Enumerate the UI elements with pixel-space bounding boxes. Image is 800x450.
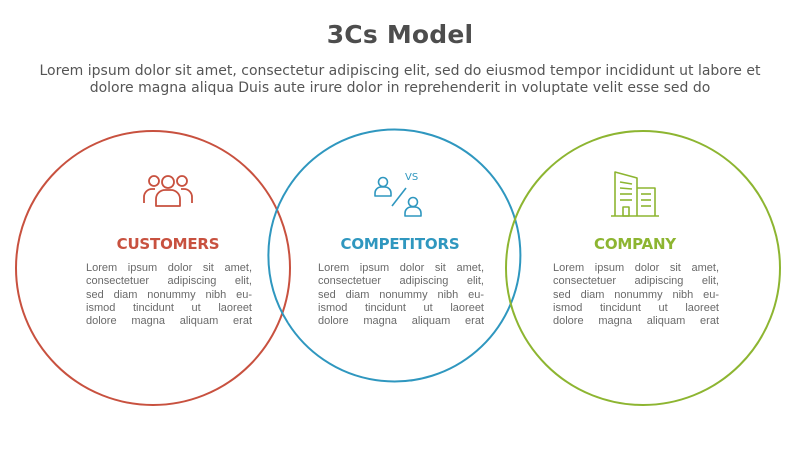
customers-line: consectetuer adipiscing elit, — [86, 275, 252, 288]
customers-line: sed diam nonummy nibh eu- — [86, 288, 252, 301]
customers-ring — [15, 130, 291, 406]
competitors-line: consectetuer adipiscing elit, — [318, 275, 484, 288]
customers-line: Lorem ipsum dolor sit amet, — [86, 262, 252, 274]
company-line: ismod tincidunt ut laoreet — [553, 301, 719, 314]
company-line: Lorem ipsum dolor sit amet, — [553, 262, 719, 274]
company-line: consectetuer adipiscing elit, — [553, 275, 719, 288]
competitors-line: sed diam nonummy nibh eu- — [318, 288, 484, 301]
customers-item: CUSTOMERS Lorem ipsum dolor sit amet, co… — [68, 170, 268, 340]
company-item: COMPANY Lorem ipsum dolor sit amet, cons… — [535, 168, 735, 338]
versus-people-icon: VS — [374, 172, 422, 217]
competitors-line: dolore magna aliquam erat — [318, 315, 484, 328]
competitors-line: Lorem ipsum dolor sit amet, — [318, 262, 484, 274]
company-description: Lorem ipsum dolor sit amet, consectetuer… — [553, 262, 719, 328]
customers-line: ismod tincidunt ut laoreet — [86, 301, 252, 314]
page-subtitle: Lorem ipsum dolor sit amet, consectetur … — [39, 63, 761, 96]
people-group-icon — [143, 175, 193, 207]
competitors-ring — [287, 128, 522, 383]
competitors-description: Lorem ipsum dolor sit amet, consectetuer… — [318, 262, 484, 328]
company-ring — [505, 130, 781, 406]
competitors-item: VS COMPETITORS Lorem ipsum dolor sit ame… — [300, 168, 500, 338]
buildings-icon — [611, 171, 659, 217]
competitors-line: ismod tincidunt ut laoreet — [318, 301, 484, 314]
company-line: sed diam nonummy nibh eu- — [553, 288, 719, 301]
page-title: 3Cs Model — [326, 20, 474, 49]
company-title: COMPANY — [594, 235, 676, 253]
customers-description: Lorem ipsum dolor sit amet, consectetuer… — [86, 262, 252, 328]
competitors-ring-left-arc — [267, 187, 289, 324]
versus-label: VS — [405, 172, 418, 183]
customers-title: CUSTOMERS — [116, 235, 220, 253]
company-line: dolore magna aliquam erat — [553, 315, 719, 328]
competitors-title: COMPETITORS — [340, 235, 460, 253]
customers-line: dolore magna aliquam erat — [86, 315, 252, 328]
